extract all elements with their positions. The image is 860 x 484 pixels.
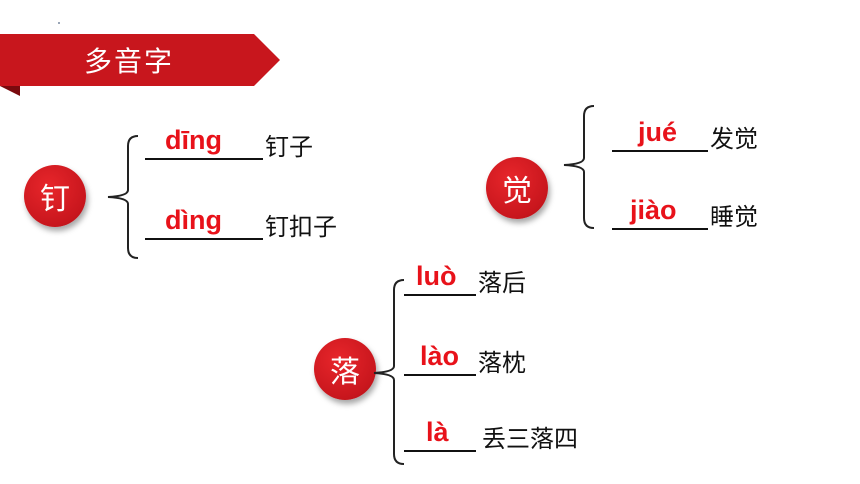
- answer-blank: [404, 450, 476, 452]
- answer-blank: [612, 228, 708, 230]
- pinyin-answer: jué: [638, 117, 678, 147]
- entry-ding-2: dìng 钉扣子: [145, 202, 385, 242]
- answer-blank: [612, 150, 708, 152]
- answer-blank: [145, 238, 263, 240]
- answer-blank: [404, 294, 476, 296]
- char-luo: 落: [330, 355, 360, 390]
- example-word: 落枕: [478, 349, 526, 377]
- example-word: 钉扣子: [265, 213, 337, 241]
- banner-title: 多音字: [84, 45, 175, 78]
- banner-shape: [0, 34, 280, 96]
- char-circle-luo: 落: [314, 338, 376, 400]
- bracket-ding: [107, 135, 139, 259]
- section-banner: 多音字: [0, 34, 280, 96]
- pinyin-answer: là: [426, 417, 449, 447]
- pinyin-answer: luò: [416, 261, 457, 291]
- decor-dot: [58, 22, 60, 24]
- char-ding: 钉: [40, 182, 70, 217]
- example-word: 发觉: [710, 125, 758, 153]
- example-word: 钉子: [265, 133, 313, 161]
- example-word: 丢三落四: [482, 425, 578, 453]
- pinyin-answer: lào: [420, 341, 460, 371]
- pinyin-answer: jiào: [630, 195, 677, 225]
- entry-luo-3: là 丢三落四: [404, 414, 624, 454]
- entry-luo-2: lào 落枕: [404, 338, 604, 378]
- entry-jue-1: jué 发觉: [612, 114, 812, 154]
- char-circle-ding: 钉: [24, 165, 86, 227]
- entry-luo-1: luò 落后: [404, 258, 604, 298]
- pinyin-answer: dīng: [165, 125, 222, 155]
- pinyin-answer: dìng: [165, 205, 222, 235]
- char-circle-jue: 觉: [486, 157, 548, 219]
- bracket-jue: [563, 105, 595, 229]
- example-word: 睡觉: [710, 203, 758, 231]
- answer-blank: [404, 374, 476, 376]
- entry-jue-2: jiào 睡觉: [612, 192, 812, 232]
- answer-blank: [145, 158, 263, 160]
- bracket-luo: [373, 279, 405, 465]
- entry-ding-1: dīng 钉子: [145, 122, 385, 162]
- char-jue: 觉: [502, 174, 532, 209]
- example-word: 落后: [478, 269, 526, 297]
